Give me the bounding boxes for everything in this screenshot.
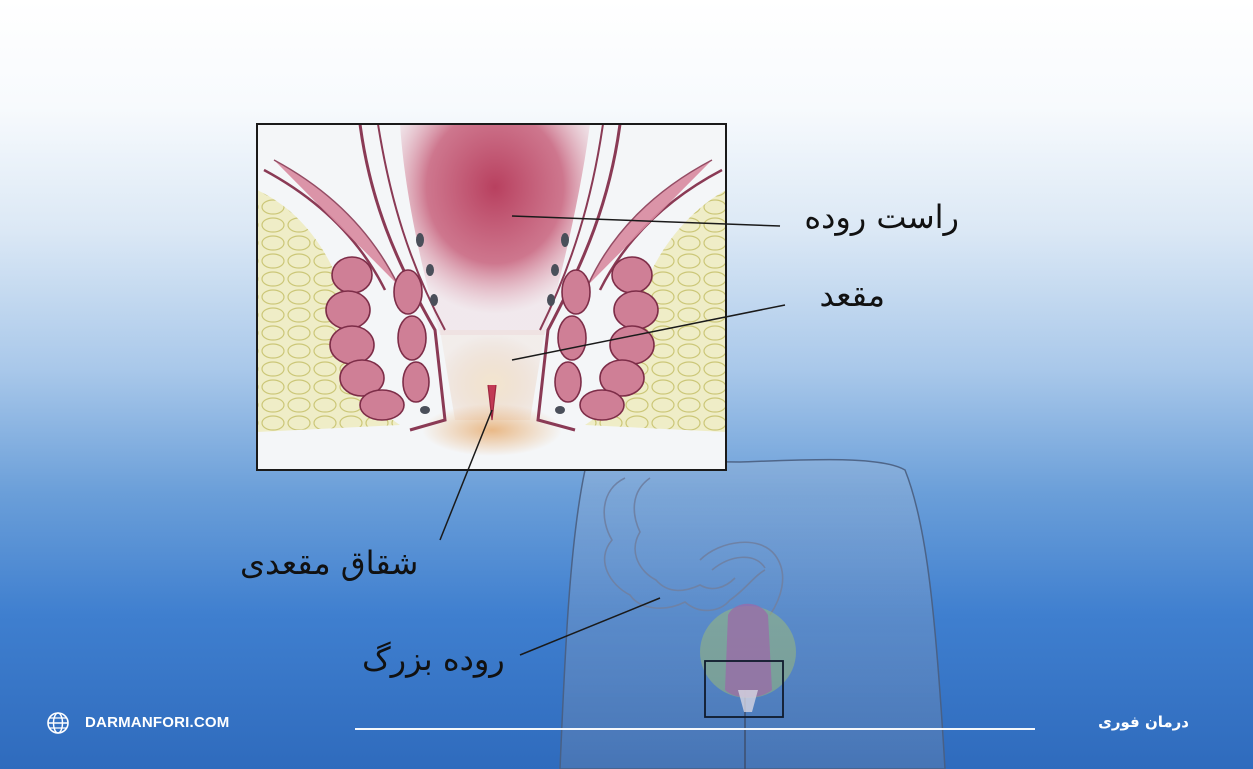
brand-name: درمان فوری <box>1098 713 1189 731</box>
rectum-label: راست روده <box>804 198 959 236</box>
anus-label: مقعد <box>819 276 885 314</box>
website-link[interactable]: DARMANFORI.COM <box>85 714 229 731</box>
globe-icon <box>46 711 70 735</box>
inset-detail <box>257 124 726 470</box>
large-intestine-label: روده بزرگ <box>362 640 505 678</box>
footer-divider <box>355 728 1035 730</box>
anal-fissure-label: شقاق مقعدی <box>240 544 418 582</box>
